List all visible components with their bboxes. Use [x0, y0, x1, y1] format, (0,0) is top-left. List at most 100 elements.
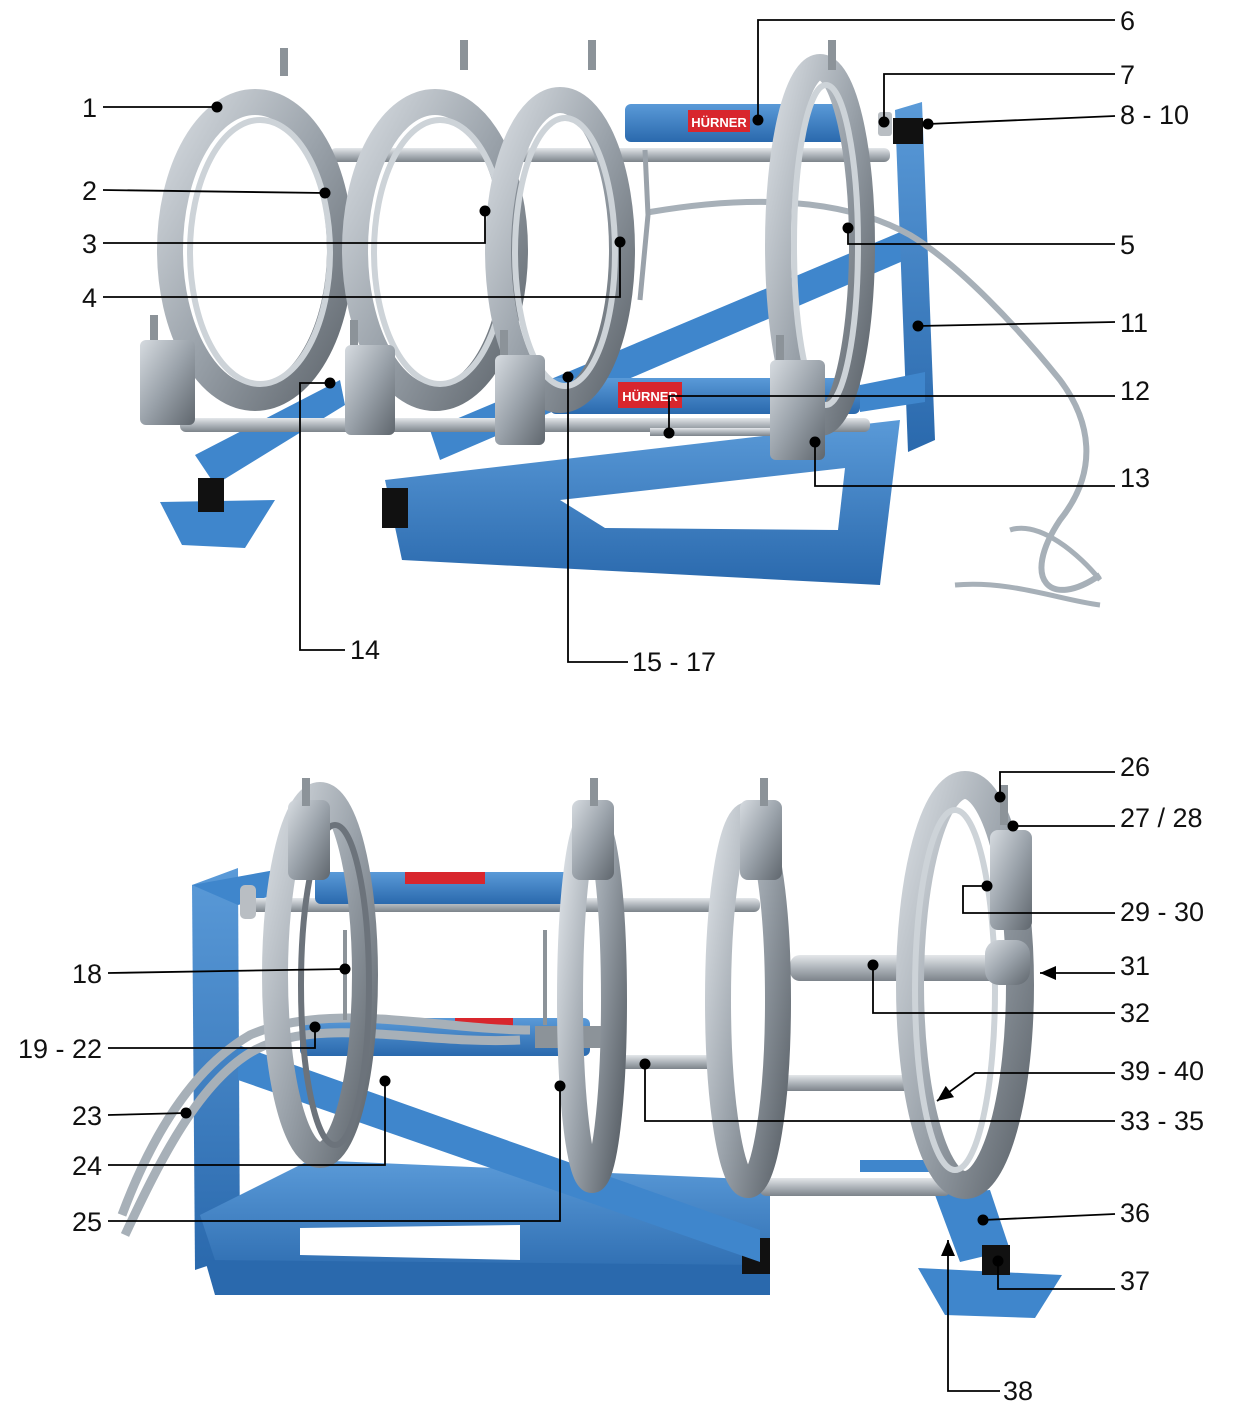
bottom-vertical-column [192, 868, 240, 1270]
callout-c12: 12 [663, 376, 1150, 439]
bottom-clamp-ring-1-inner [298, 822, 372, 1148]
top-lower-clamp-block-3 [495, 355, 545, 445]
callout-leader-line [814, 442, 1115, 487]
top-hose-loose-1 [1009, 525, 1102, 582]
callout-arrowhead [1040, 966, 1056, 980]
callout-leader-line [103, 211, 486, 244]
callout-leader-line [108, 1027, 316, 1049]
callout-c13: 13 [809, 436, 1150, 493]
top-upper-badge [688, 110, 750, 132]
callout-c38: 38 [941, 1240, 1033, 1403]
bottom-bolt-3 [760, 778, 768, 806]
callout-c14: 14 [299, 377, 380, 665]
callout-leader-line [757, 19, 1115, 120]
callout-label: 29 - 30 [1120, 897, 1204, 927]
bottom-upper-cylinder [315, 872, 570, 904]
callout-leader-line [102, 189, 326, 194]
top-lower-badge-text: HÜRNER [622, 389, 678, 404]
callout-c18: 18 [72, 959, 351, 989]
callout-c2: 2 [82, 176, 331, 206]
top-hydraulic-hose [649, 198, 1102, 593]
callout-label: 11 [1120, 308, 1148, 338]
bottom-lower-rod-1 [600, 1055, 720, 1069]
callout-label: 15 - 17 [632, 647, 716, 677]
callout-label: 8 - 10 [1120, 100, 1189, 130]
callout-label: 2 [82, 176, 97, 206]
bottom-machine-illustration [117, 771, 1062, 1318]
callout-c23: 23 [72, 1101, 192, 1131]
callout-c6: 6 [752, 6, 1135, 126]
top-lower-clamp-block-1 [140, 340, 195, 425]
top-vertical-column [895, 102, 935, 452]
callout-dot [324, 377, 336, 389]
top-hydraulic-tee [637, 149, 651, 301]
bottom-bolt-4 [1000, 785, 1008, 825]
callout-c8: 8 - 10 [922, 100, 1189, 130]
callout-leader-line [883, 73, 1115, 122]
callout-dot [1007, 820, 1019, 832]
callout-leader-line [108, 1086, 561, 1222]
callout-label: 39 - 40 [1120, 1056, 1204, 1086]
top-bolt-2 [460, 40, 468, 70]
callout-leader-line [668, 395, 1115, 433]
top-clamp-ring-4-inner [791, 82, 861, 408]
bottom-clamp-ring-4-inner [912, 807, 998, 1173]
bottom-base-front [205, 1260, 770, 1295]
callout-leader-line [947, 1240, 1000, 1392]
callout-leader-line [999, 771, 1115, 797]
bottom-lower-badge [455, 1018, 513, 1028]
callout-label: 13 [1120, 463, 1150, 493]
callout-label: 25 [72, 1207, 102, 1237]
callout-c15: 15 - 17 [562, 371, 716, 677]
top-base-cutout [560, 468, 845, 530]
callout-dot [639, 1058, 651, 1070]
callout-dot [922, 118, 934, 130]
top-machine-illustration: HÜRNER HÜRNER [140, 40, 1102, 608]
callout-label: 36 [1120, 1198, 1150, 1228]
bottom-clamp-bracket-2 [572, 800, 614, 880]
bottom-clamp-bracket-1 [288, 800, 330, 880]
top-column-cap [893, 118, 923, 144]
callout-dot [663, 427, 675, 439]
callout-dot [319, 187, 331, 199]
top-lower-badge [618, 382, 682, 408]
top-left-foot-plate [160, 500, 275, 548]
callout-c33: 33 - 35 [639, 1058, 1204, 1136]
callout-leader-line [107, 1112, 187, 1116]
bottom-clamp-bracket-4-lower [985, 940, 1030, 985]
bottom-clamp-ring-4 [896, 771, 1034, 1199]
callout-label: 12 [1120, 376, 1150, 406]
callout-c3: 3 [82, 205, 491, 259]
callout-dot [809, 436, 821, 448]
bottom-upper-badge [405, 872, 485, 884]
top-hose-loose-2 [954, 581, 1101, 608]
callout-leader-line [927, 115, 1116, 125]
callout-c32: 32 [867, 959, 1150, 1028]
callout-dot [977, 1214, 989, 1226]
callout-c27: 27 / 28 [1007, 803, 1203, 833]
callout-label: 23 [72, 1101, 102, 1131]
callout-leader-line [103, 242, 621, 298]
callout-dot [867, 959, 879, 971]
callout-dot [992, 1255, 1004, 1267]
callout-leader-line [567, 377, 628, 663]
top-bolt-3 [588, 40, 596, 70]
callout-label: 18 [72, 959, 102, 989]
callout-c4: 4 [82, 236, 626, 313]
callout-c36: 36 [977, 1198, 1150, 1228]
callout-label: 4 [82, 283, 97, 313]
callout-label: 24 [72, 1151, 102, 1181]
callout-label: 38 [1003, 1376, 1033, 1403]
bottom-clamp-bracket-4 [990, 830, 1032, 930]
bottom-bottom-rod [760, 1178, 950, 1196]
top-bolt-8 [776, 335, 784, 363]
top-piston-rod [650, 428, 780, 436]
callout-dot [180, 1107, 192, 1119]
bottom-right-foot-plate [918, 1268, 1062, 1318]
callout-leader-line [982, 1213, 1116, 1221]
callout-dot [878, 116, 890, 128]
callout-leader-line [299, 382, 345, 651]
bottom-bolt-1 [302, 778, 310, 806]
